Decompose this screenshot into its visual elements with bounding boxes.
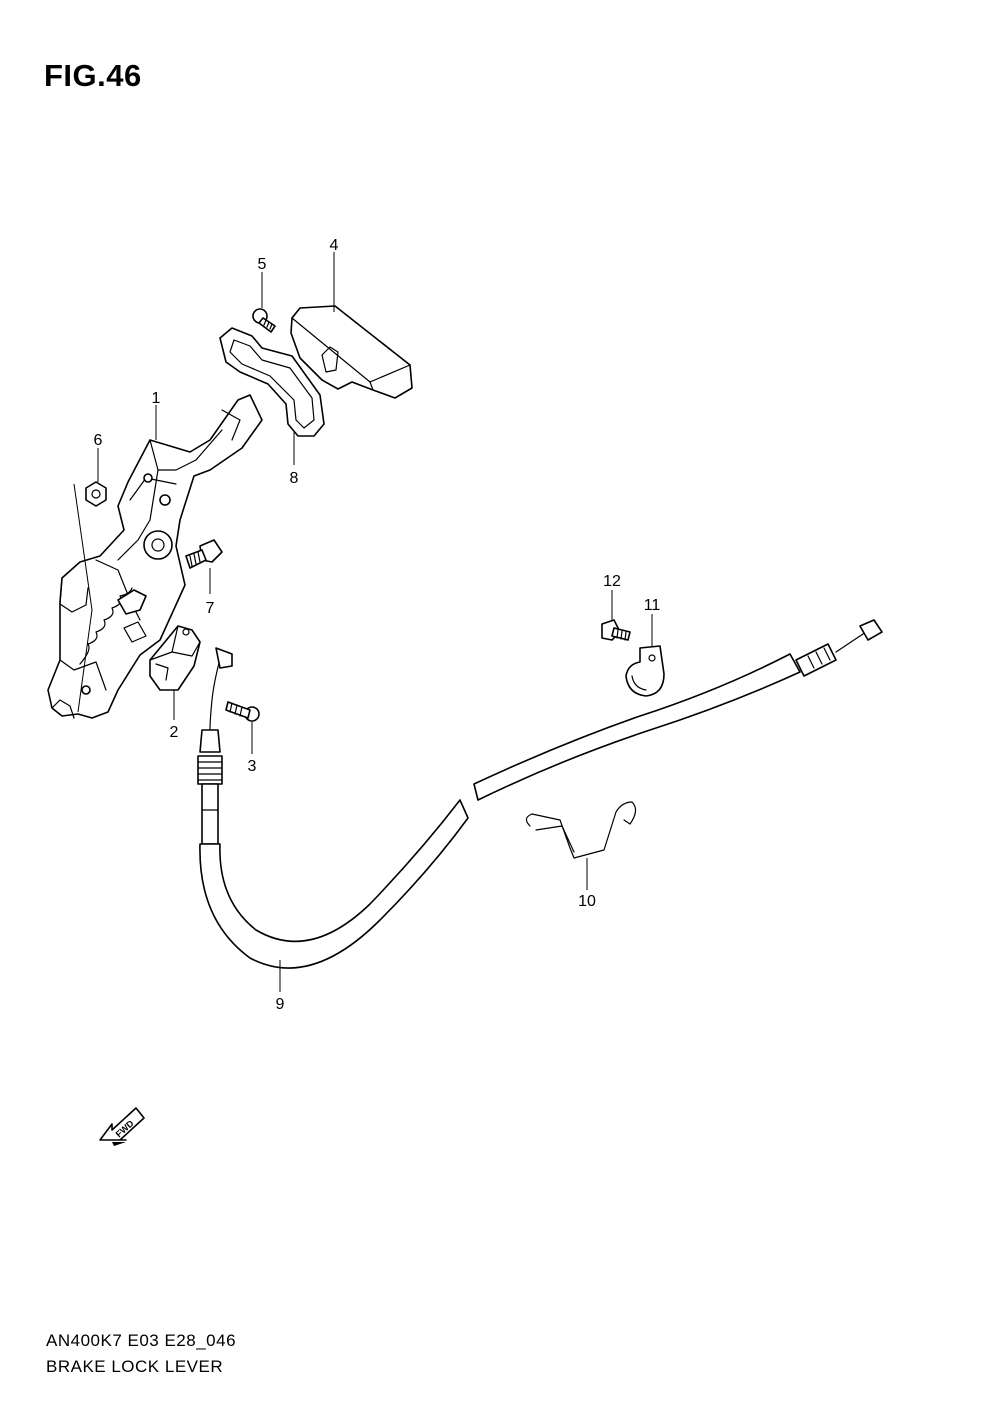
part-4-lever-cover — [290, 305, 413, 399]
fwd-direction-arrow: FWD — [99, 1107, 145, 1146]
callout-5: 5 — [258, 256, 267, 273]
callout-7: 7 — [206, 600, 215, 617]
part-3-screw — [225, 701, 260, 722]
figure-caption: BRAKE LOCK LEVER — [46, 1357, 224, 1376]
part-6-nut — [85, 481, 107, 507]
part-12-bolt — [601, 619, 631, 641]
callout-8: 8 — [290, 470, 299, 487]
callout-leaders — [73, 252, 653, 992]
callout-labels: 5 4 1 6 8 7 2 3 12 11 10 9 — [94, 237, 661, 1013]
callout-1: 1 — [152, 390, 161, 407]
callout-2: 2 — [170, 724, 179, 741]
callout-10: 10 — [578, 893, 596, 910]
callout-9: 9 — [276, 996, 285, 1013]
part-8-lever-plate — [219, 327, 325, 437]
model-code: AN400K7 E03 E28_046 — [46, 1331, 237, 1350]
callout-11: 11 — [644, 597, 661, 614]
part-7-bolt — [185, 539, 223, 569]
part-10-clip — [525, 801, 637, 859]
callout-4: 4 — [330, 237, 339, 254]
callout-12: 12 — [603, 573, 621, 590]
part-5-screw — [252, 308, 276, 333]
part-1-lever-bracket — [47, 394, 263, 719]
figure-title: FIG.46 — [44, 58, 142, 93]
part-9-brake-cable — [197, 619, 883, 969]
callout-6: 6 — [94, 432, 103, 449]
part-2-switch — [149, 625, 201, 691]
callout-3: 3 — [248, 758, 257, 775]
part-11-clamp — [625, 645, 665, 697]
